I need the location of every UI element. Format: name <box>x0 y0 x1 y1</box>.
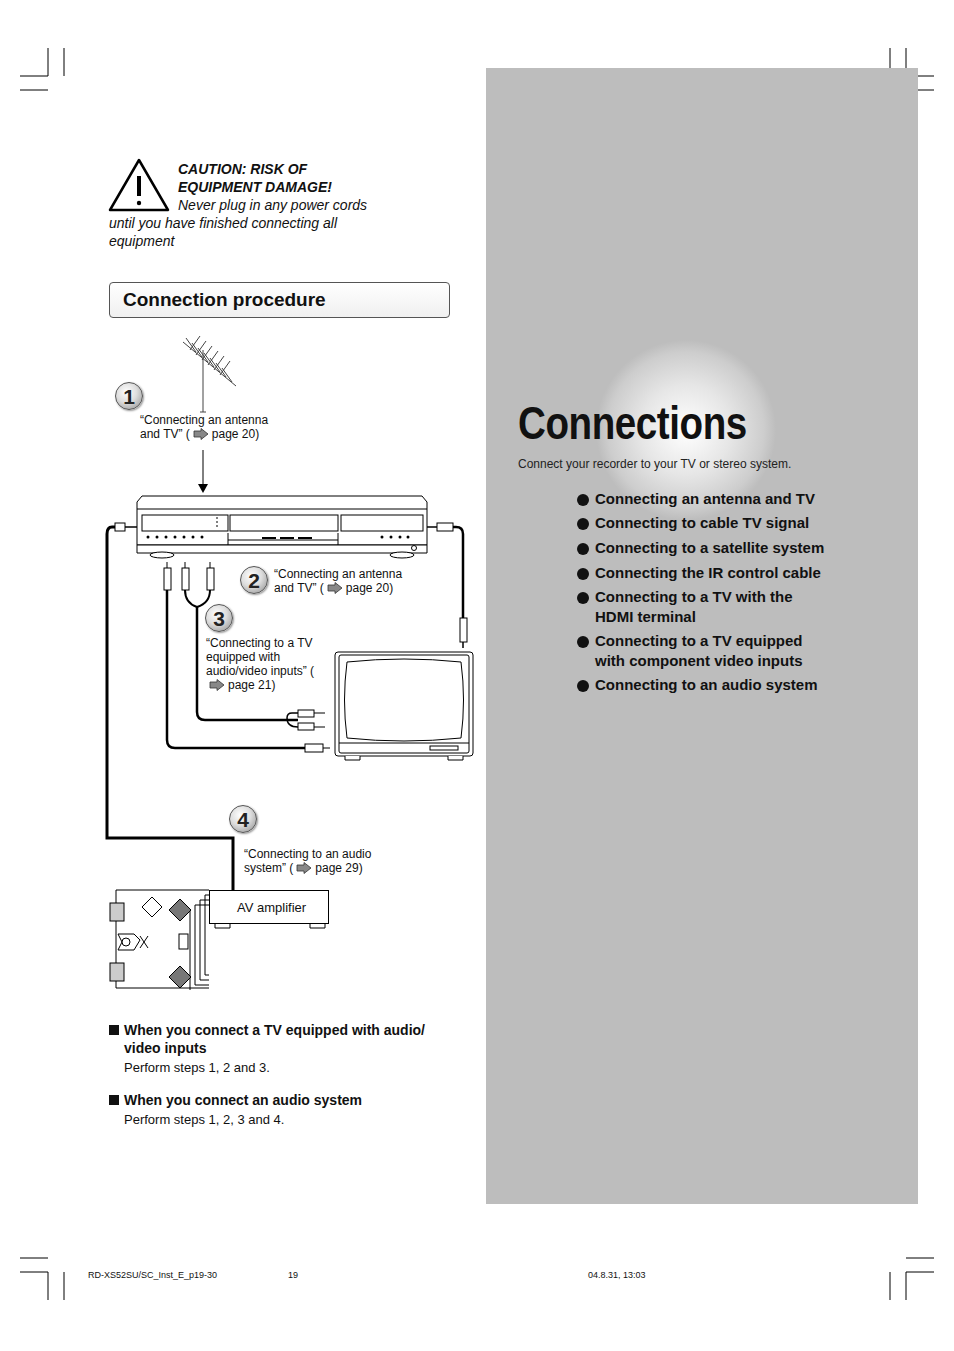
page-ref-icon <box>209 679 225 691</box>
bullet-dot <box>577 636 589 648</box>
footer-text: RD-XS52SU/SC_Inst_E_p19-30 <box>88 1270 217 1281</box>
callout-number: 3 <box>213 607 225 630</box>
callout-circle: 2 <box>240 566 268 594</box>
caution-text: Never plug in any power cords until you … <box>109 197 367 249</box>
antenna <box>183 336 236 412</box>
box-text: Connection procedure <box>123 289 326 310</box>
callout-number: 2 <box>248 569 260 592</box>
bullet-dot <box>577 518 589 530</box>
page-number: page 20) <box>346 581 393 595</box>
television <box>335 652 473 760</box>
subtitle: Connect your recorder to your TV or ster… <box>518 457 791 471</box>
bullet-dot <box>577 592 589 604</box>
note-text: Perform steps 1, 2 and 3. <box>124 1060 270 1076</box>
callout-circle: 1 <box>115 382 143 410</box>
bullet-dot <box>577 680 589 692</box>
page-ref-icon <box>327 582 343 594</box>
page-number: page 21) <box>228 678 275 692</box>
label-box: AV amplifier <box>209 890 329 924</box>
topic-item: Connecting to a TV with the HDMI termina… <box>595 587 830 627</box>
cross-reference: “Connecting an antenna and TV” (page 20) <box>140 413 285 441</box>
float-spacer <box>109 160 178 212</box>
callout-number: 4 <box>237 808 249 831</box>
caution-note: CAUTION: RISK OF EQUIPMENT DAMAGE!Never … <box>109 160 384 250</box>
topic-item: Connecting to a satellite system <box>595 538 824 558</box>
label-box: Connection procedure <box>109 282 450 318</box>
cables <box>107 523 467 890</box>
page-number: page 20) <box>212 427 259 441</box>
bullet-dot <box>577 543 589 555</box>
page-title: Connections <box>518 396 747 450</box>
cross-reference: “Connecting an antenna and TV” (page 20) <box>274 567 419 595</box>
page-ref-icon <box>193 428 209 440</box>
box-text: AV amplifier <box>237 900 306 915</box>
note-heading: When you connect an audio system <box>124 1091 362 1109</box>
callout-circle: 3 <box>205 604 233 632</box>
callout-number: 1 <box>123 385 135 408</box>
cross-reference: “Connecting to a TV equipped with audio/… <box>206 636 319 692</box>
page-number: page 29) <box>315 861 362 875</box>
cross-reference: “Connecting to an audio system” (page 29… <box>244 847 394 875</box>
square-bullet <box>109 1095 119 1105</box>
speaker-system <box>110 890 209 990</box>
recorder <box>137 496 427 558</box>
topic-item: Connecting to cable TV signal <box>595 513 809 533</box>
page-ref-icon <box>296 862 312 874</box>
square-bullet <box>109 1025 119 1035</box>
amplifier-feet <box>215 924 325 928</box>
title-panel: ConnectionsConnect your recorder to your… <box>486 68 918 1204</box>
reference-text: “Connecting to a TV equipped with audio/… <box>206 636 314 678</box>
signal-arrow <box>198 450 208 493</box>
callout-circle: 4 <box>229 805 257 833</box>
topic-item: Connecting to an audio system <box>595 675 818 695</box>
note-text: Perform steps 1, 2, 3 and 4. <box>124 1112 284 1128</box>
topic-item: Connecting to a TV equipped with compone… <box>595 631 830 671</box>
topic-item: Connecting the IR control cable <box>595 563 821 583</box>
caution-heading: CAUTION: RISK OF EQUIPMENT DAMAGE! <box>178 160 348 196</box>
note-heading: When you connect a TV equipped with audi… <box>124 1021 444 1057</box>
footer-text: 19 <box>288 1270 298 1281</box>
footer-text: 04.8.31, 13:03 <box>588 1270 646 1281</box>
bullet-dot <box>577 494 589 506</box>
caution-icon <box>110 160 168 210</box>
crop-marks <box>20 48 934 1300</box>
topic-item: Connecting an antenna and TV <box>595 489 815 509</box>
bullet-dot <box>577 568 589 580</box>
